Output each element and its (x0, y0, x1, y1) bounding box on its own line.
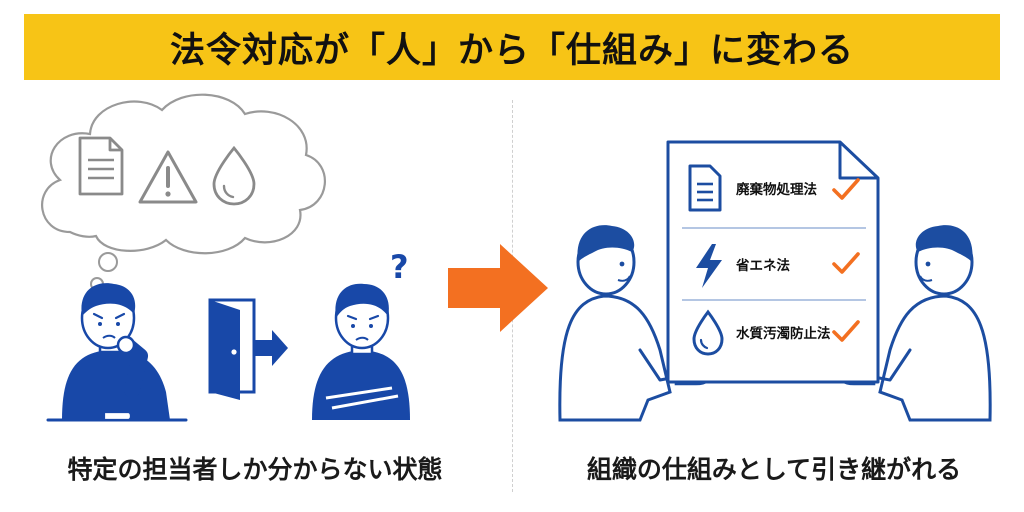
thought-cloud (41, 93, 327, 291)
transition-arrow-icon (448, 244, 548, 332)
warning-icon (138, 150, 198, 204)
person-right-holding (835, 225, 992, 422)
law-row-energy: 省エネ法 (696, 244, 860, 288)
person-left-holding (558, 225, 715, 422)
thought-bubble-dot (98, 252, 118, 272)
law-label: 廃棄物処理法 (736, 181, 817, 198)
title-banner: 法令対応が「人」から「仕組み」に変わる (24, 14, 1000, 80)
law-label: 省エネ法 (735, 257, 790, 274)
check-icon (832, 320, 860, 342)
worried-person-thinking (46, 283, 188, 422)
lightning-icon (696, 244, 722, 288)
left-caption: 特定の担当者しか分からない状態 (67, 455, 443, 484)
page-title: 法令対応が「人」から「仕組み」に変わる (169, 30, 854, 71)
check-icon (832, 178, 860, 200)
right-caption: 組織の仕組みとして引き継がれる (586, 455, 962, 484)
law-row-waste: 廃棄物処理法 (688, 164, 860, 212)
question-mark: ? (390, 248, 409, 286)
exit-arrow-icon (254, 330, 288, 366)
water-drop-icon (692, 309, 724, 356)
exit-door-icon (208, 298, 288, 400)
law-label: 水質汚濁防止法 (736, 325, 831, 342)
compliance-document: 廃棄物処理法 省エネ法 水質汚濁防止法 (666, 140, 880, 384)
confused-person-arms-crossed: ? (312, 248, 410, 420)
document-icon (78, 136, 124, 196)
law-row-water: 水質汚濁防止法 (692, 309, 860, 356)
document-icon (688, 164, 722, 212)
check-icon (832, 252, 860, 274)
water-drop-icon (212, 145, 256, 206)
